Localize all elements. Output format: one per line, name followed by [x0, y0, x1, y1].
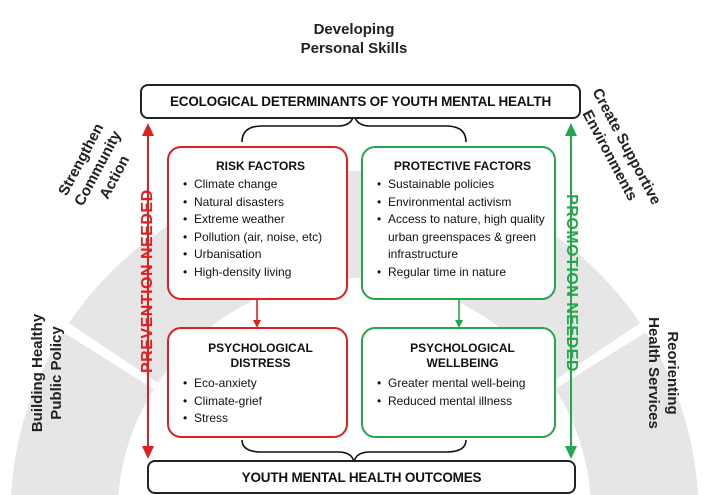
ring-label-healthy-public-policy: Building Healthy Public Policy	[29, 313, 65, 433]
protective-to-wellbeing-arrow	[455, 300, 463, 328]
outer-ring	[11, 171, 698, 495]
ring-label-health-services: Reorienting Health Services	[645, 317, 681, 429]
list-item: Environmental activism	[377, 194, 548, 212]
ring-label-personal-skills: Developing Personal Skills	[300, 21, 408, 57]
protective-factors-title: PROTECTIVE FACTORS	[393, 159, 532, 173]
list-item: Natural disasters	[183, 194, 338, 212]
list-item: Climate-grief	[183, 393, 338, 411]
risk-factors-box: RISK FACTORS Climate changeNatural disas…	[167, 146, 348, 300]
promotion-needed-label: PROMOTION NEEDED	[563, 194, 580, 372]
top-banner: ECOLOGICAL DETERMINANTS OF YOUTH MENTAL …	[140, 84, 581, 119]
bottom-banner: YOUTH MENTAL HEALTH OUTCOMES	[147, 460, 576, 494]
wellbeing-list: Greater mental well-beingReduced mental …	[377, 375, 548, 410]
distress-title-line1: PSYCHOLOGICAL	[208, 341, 313, 355]
list-item: Access to nature, high quality urban gre…	[377, 211, 548, 264]
risk-factors-title: RISK FACTORS	[215, 159, 306, 173]
wellbeing-title-line1: PSYCHOLOGICAL	[410, 341, 515, 355]
psychological-distress-box: PSYCHOLOGICAL DISTRESS Eco-anxietyClimat…	[167, 327, 348, 438]
ring-segment-lower-right	[555, 332, 698, 495]
list-item: Urbanisation	[183, 246, 338, 264]
risk-to-distress-arrow	[253, 300, 261, 328]
prevention-needed-label: PREVENTION NEEDED	[139, 189, 156, 373]
risk-factors-list: Climate changeNatural disastersExtreme w…	[183, 176, 338, 281]
list-item: High-density living	[183, 264, 338, 282]
distress-title-line2: DISTRESS	[230, 356, 291, 370]
prevention-arrow	[142, 123, 154, 459]
ring-segment-lower-left	[11, 332, 154, 495]
promotion-arrow	[565, 123, 577, 459]
bottom-brace	[241, 439, 467, 463]
list-item: Regular time in nature	[377, 264, 548, 282]
list-item: Reduced mental illness	[377, 393, 548, 411]
list-item: Sustainable policies	[377, 176, 548, 194]
list-item: Climate change	[183, 176, 338, 194]
wellbeing-title-line2: WELLBEING	[426, 356, 499, 370]
protective-factors-box: PROTECTIVE FACTORS Sustainable policiesE…	[361, 146, 556, 300]
list-item: Pollution (air, noise, etc)	[183, 229, 338, 247]
list-item: Extreme weather	[183, 211, 338, 229]
protective-factors-list: Sustainable policiesEnvironmental activi…	[377, 176, 548, 281]
list-item: Eco-anxiety	[183, 375, 338, 393]
list-item: Stress	[183, 410, 338, 428]
distress-list: Eco-anxietyClimate-griefStress	[183, 375, 338, 428]
psychological-wellbeing-box: PSYCHOLOGICAL WELLBEING Greater mental w…	[361, 327, 556, 438]
list-item: Greater mental well-being	[377, 375, 548, 393]
